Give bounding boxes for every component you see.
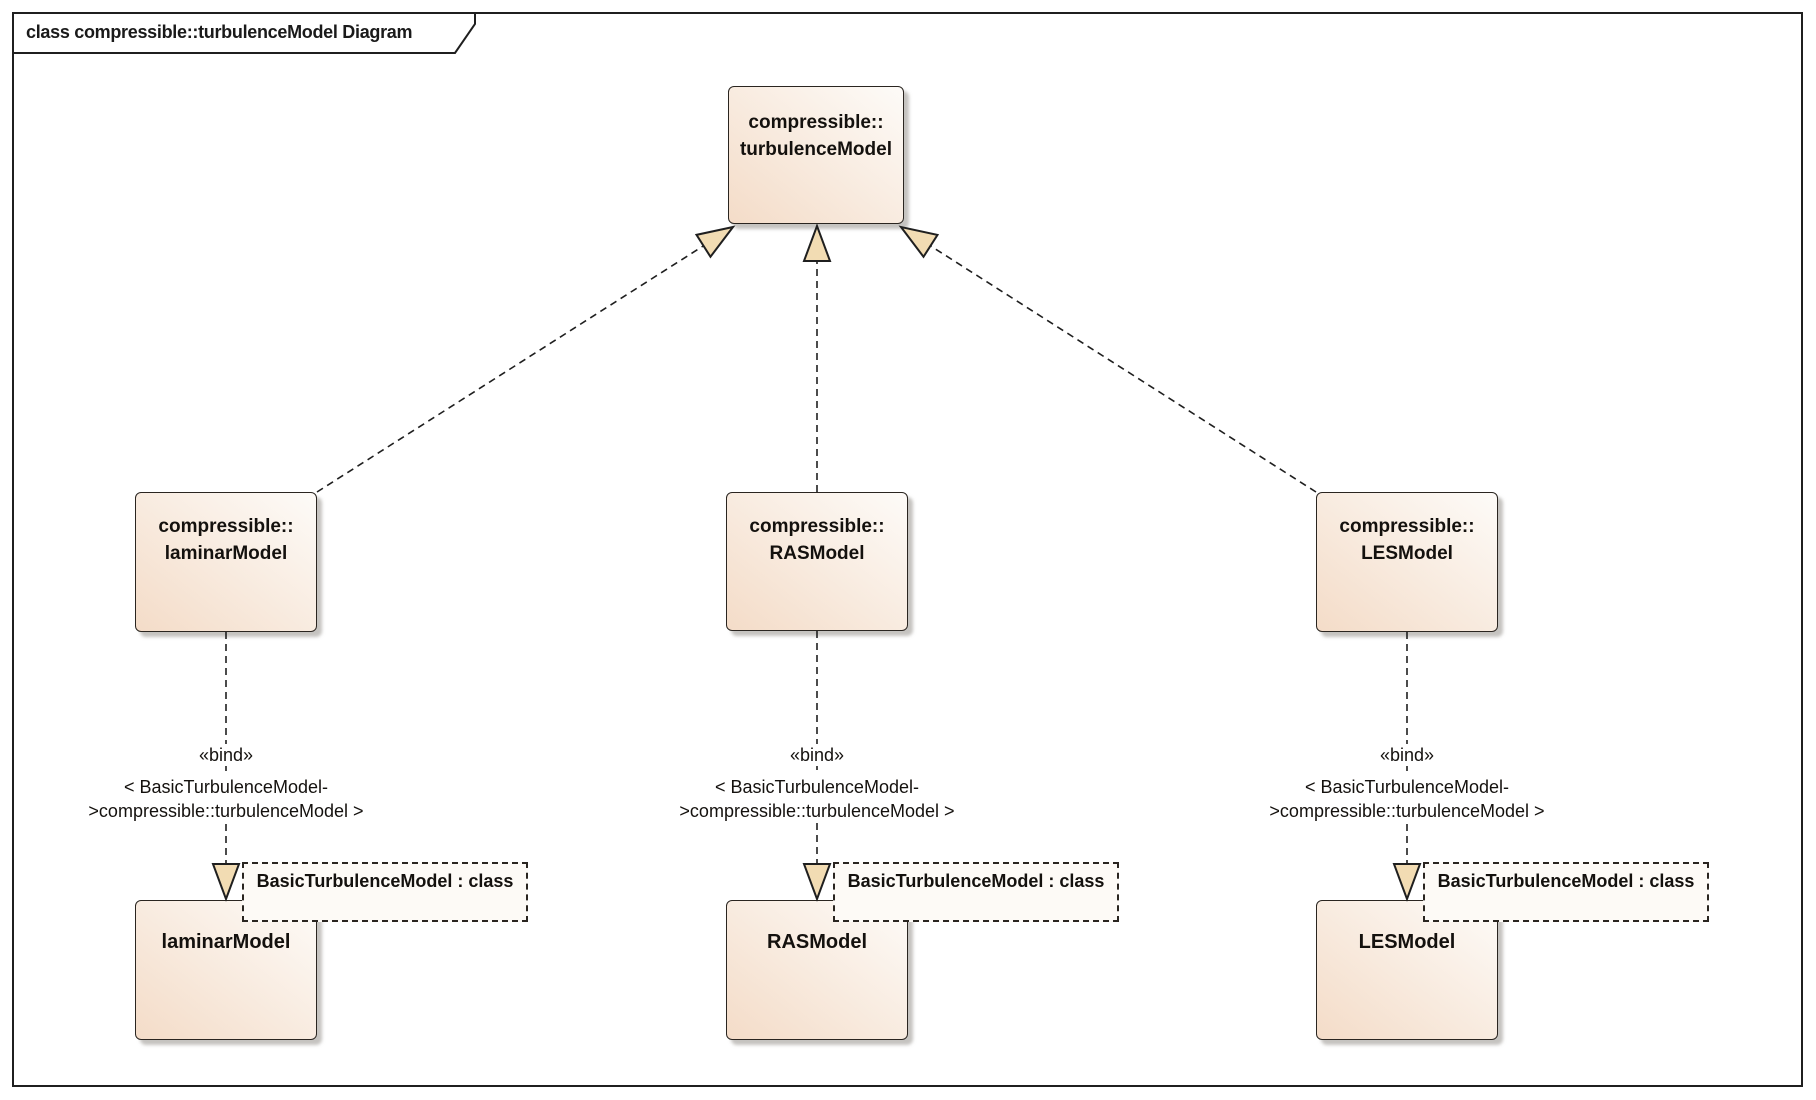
note-binding-ras[interactable]: BasicTurbulenceModel : class xyxy=(833,862,1119,922)
class-name-line: LESModel xyxy=(1358,931,1456,953)
bind-stereotype: «bind» xyxy=(1374,744,1440,766)
class-compressible-turbulencemodel[interactable]: compressible:: turbulenceModel xyxy=(728,86,904,224)
note-text: BasicTurbulenceModel : class xyxy=(847,871,1105,891)
note-text: BasicTurbulenceModel : class xyxy=(1437,871,1695,891)
class-lesmodel[interactable]: LESModel xyxy=(1316,900,1498,1040)
bind-parameters: < BasicTurbulenceModel- >compressible::t… xyxy=(607,775,1027,823)
class-compressible-laminarmodel[interactable]: compressible:: laminarModel xyxy=(135,492,317,632)
class-compressible-rasmodel[interactable]: compressible:: RASModel xyxy=(726,492,908,631)
bind-stereotype: «bind» xyxy=(193,744,259,766)
class-rasmodel[interactable]: RASModel xyxy=(726,900,908,1040)
class-name-line: compressible:: xyxy=(1339,516,1475,537)
class-compressible-lesmodel[interactable]: compressible:: LESModel xyxy=(1316,492,1498,632)
bind-parameters: < BasicTurbulenceModel- >compressible::t… xyxy=(1197,775,1617,823)
diagram-title-tab xyxy=(12,12,476,54)
bind-stereotype: «bind» xyxy=(784,744,850,766)
class-name-line: compressible:: xyxy=(748,112,884,133)
note-text: BasicTurbulenceModel : class xyxy=(256,871,514,891)
bind-label-les: «bind» < BasicTurbulenceModel- >compress… xyxy=(1197,744,1617,823)
class-name-line: LESModel xyxy=(1361,543,1453,564)
bind-label-ras: «bind» < BasicTurbulenceModel- >compress… xyxy=(607,744,1027,823)
bind-parameters: < BasicTurbulenceModel- >compressible::t… xyxy=(16,775,436,823)
class-name-line: RASModel xyxy=(769,543,865,564)
class-name-line: turbulenceModel xyxy=(739,139,892,160)
class-name-line: laminarModel xyxy=(161,931,291,953)
class-name-line: compressible:: xyxy=(158,516,294,537)
diagram-title: class compressible::turbulenceModel Diag… xyxy=(26,22,413,42)
bind-label-laminar: «bind» < BasicTurbulenceModel- >compress… xyxy=(16,744,436,823)
class-name-line: laminarModel xyxy=(164,543,288,564)
note-binding-laminar[interactable]: BasicTurbulenceModel : class xyxy=(242,862,528,922)
class-name-line: compressible:: xyxy=(749,516,885,537)
note-binding-les[interactable]: BasicTurbulenceModel : class xyxy=(1423,862,1709,922)
class-name-line: RASModel xyxy=(767,931,867,953)
